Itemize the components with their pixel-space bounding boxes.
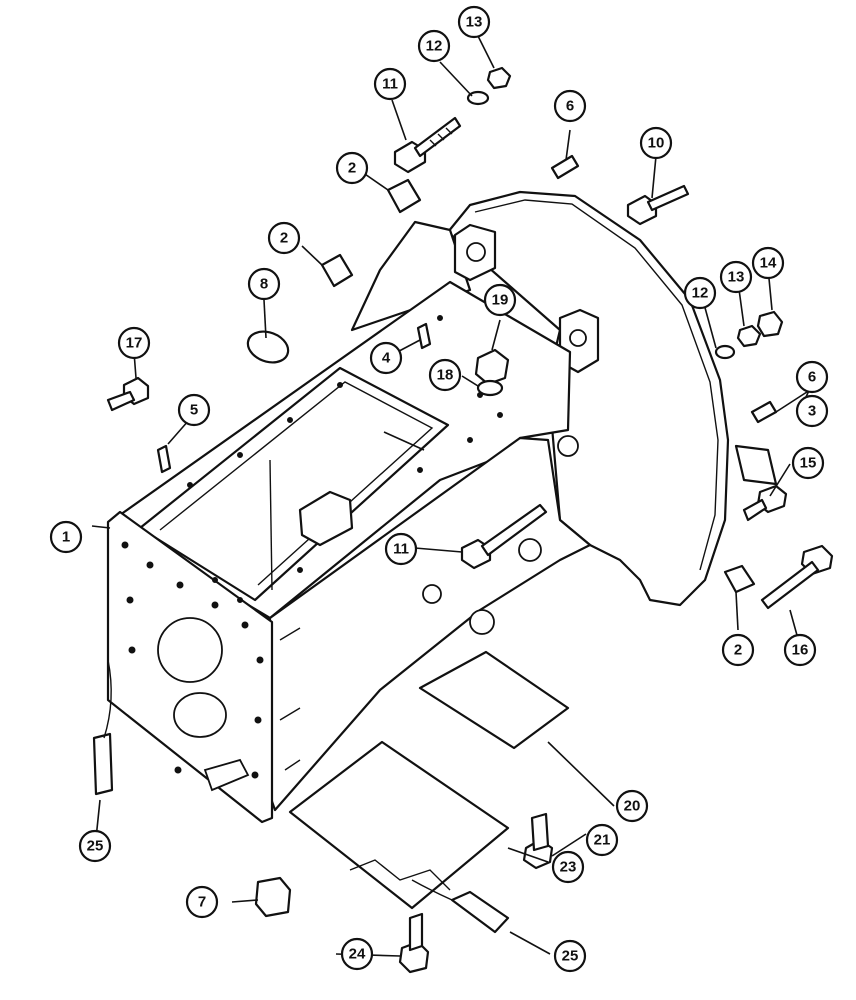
pin-4	[416, 322, 432, 350]
callout-6-right: 6	[795, 360, 829, 394]
svg-text:14: 14	[760, 255, 777, 272]
callout-19: 19	[483, 283, 517, 317]
callout-2-left: 2	[267, 221, 301, 255]
bolt-15	[742, 484, 788, 522]
callout-15: 15	[791, 446, 825, 480]
svg-text:3: 3	[808, 403, 816, 420]
svg-text:24: 24	[349, 946, 366, 963]
lock-washer-12-upper	[466, 90, 490, 106]
svg-text:6: 6	[566, 98, 574, 115]
svg-text:11: 11	[382, 76, 398, 93]
callout-16: 16	[783, 633, 817, 667]
svg-text:17: 17	[126, 335, 143, 352]
bolt-11-middle	[460, 503, 548, 570]
seal-ring-8	[246, 330, 290, 364]
svg-text:2: 2	[280, 230, 288, 247]
callout-21: 21	[585, 823, 619, 857]
callout-13-upper: 13	[457, 5, 491, 39]
sender-25-left	[92, 659, 114, 796]
svg-text:18: 18	[437, 367, 454, 384]
callout-25-right: 25	[553, 939, 587, 973]
dowel-6-upper	[550, 154, 580, 180]
callout-7: 7	[185, 885, 219, 919]
callout-11-middle: 11	[384, 532, 418, 566]
callout-5: 5	[177, 393, 211, 427]
svg-text:20: 20	[624, 798, 641, 815]
cover-plate-20	[418, 650, 570, 750]
drain-plug-7	[254, 876, 292, 918]
callout-6-upper: 6	[553, 89, 587, 123]
svg-text:12: 12	[692, 285, 709, 302]
cover-plate-23	[288, 740, 510, 910]
callout-1: 1	[49, 520, 83, 554]
callout-13-right: 13	[719, 260, 753, 294]
svg-text:2: 2	[734, 642, 742, 659]
pin-5	[156, 444, 172, 474]
svg-text:25: 25	[87, 838, 104, 855]
washer-18	[476, 379, 504, 397]
svg-text:1: 1	[62, 529, 70, 546]
svg-text:12: 12	[426, 38, 443, 55]
callout-8: 8	[247, 267, 281, 301]
callout-24: 24	[340, 937, 374, 971]
svg-text:13: 13	[466, 14, 483, 31]
callout-4: 4	[369, 341, 403, 375]
callout-14: 14	[751, 246, 785, 280]
sender-25-right	[411, 879, 510, 934]
callout-11-upper: 11	[373, 67, 407, 101]
svg-text:5: 5	[190, 402, 198, 419]
bolt-10	[626, 184, 690, 226]
callout-25-left: 25	[78, 829, 112, 863]
bolt-21	[522, 812, 554, 870]
transmission-housing	[106, 190, 730, 824]
svg-text:25: 25	[562, 948, 579, 965]
lock-washer-12-right	[714, 344, 736, 360]
svg-text:7: 7	[198, 894, 206, 911]
svg-text:23: 23	[560, 859, 577, 876]
callout-12-upper: 12	[417, 29, 451, 63]
svg-text:15: 15	[800, 455, 817, 472]
bolt-17	[106, 376, 150, 412]
svg-text:6: 6	[808, 369, 816, 386]
dowel-6-right	[750, 400, 778, 424]
bushing-2-left	[320, 253, 354, 288]
svg-text:21: 21	[594, 832, 611, 849]
bolt-11-upper	[393, 116, 462, 174]
plug-19	[474, 348, 510, 386]
bolt-16	[760, 544, 834, 610]
svg-text:10: 10	[648, 135, 665, 152]
svg-text:4: 4	[382, 350, 391, 367]
nut-13-upper	[486, 66, 512, 90]
callout-23: 23	[551, 850, 585, 884]
svg-text:13: 13	[728, 269, 745, 286]
callout-3: 3	[795, 394, 829, 428]
sleeve-3	[734, 444, 778, 486]
callout-17: 17	[117, 326, 151, 360]
bolt-24	[398, 912, 430, 974]
callout-10: 10	[639, 126, 673, 160]
svg-text:2: 2	[348, 160, 356, 177]
bushing-2-right	[723, 564, 756, 594]
svg-text:16: 16	[792, 642, 809, 659]
svg-text:8: 8	[260, 276, 268, 293]
bushing-2-upper	[386, 178, 422, 214]
nut-14	[756, 310, 784, 338]
callout-20: 20	[615, 789, 649, 823]
svg-text:19: 19	[492, 292, 509, 309]
nut-13-right	[736, 324, 762, 348]
svg-text:11: 11	[393, 541, 409, 558]
callout-12-right: 12	[683, 276, 717, 310]
callout-2-upper: 2	[335, 151, 369, 185]
callout-2-right: 2	[721, 633, 755, 667]
callout-18: 18	[428, 358, 462, 392]
